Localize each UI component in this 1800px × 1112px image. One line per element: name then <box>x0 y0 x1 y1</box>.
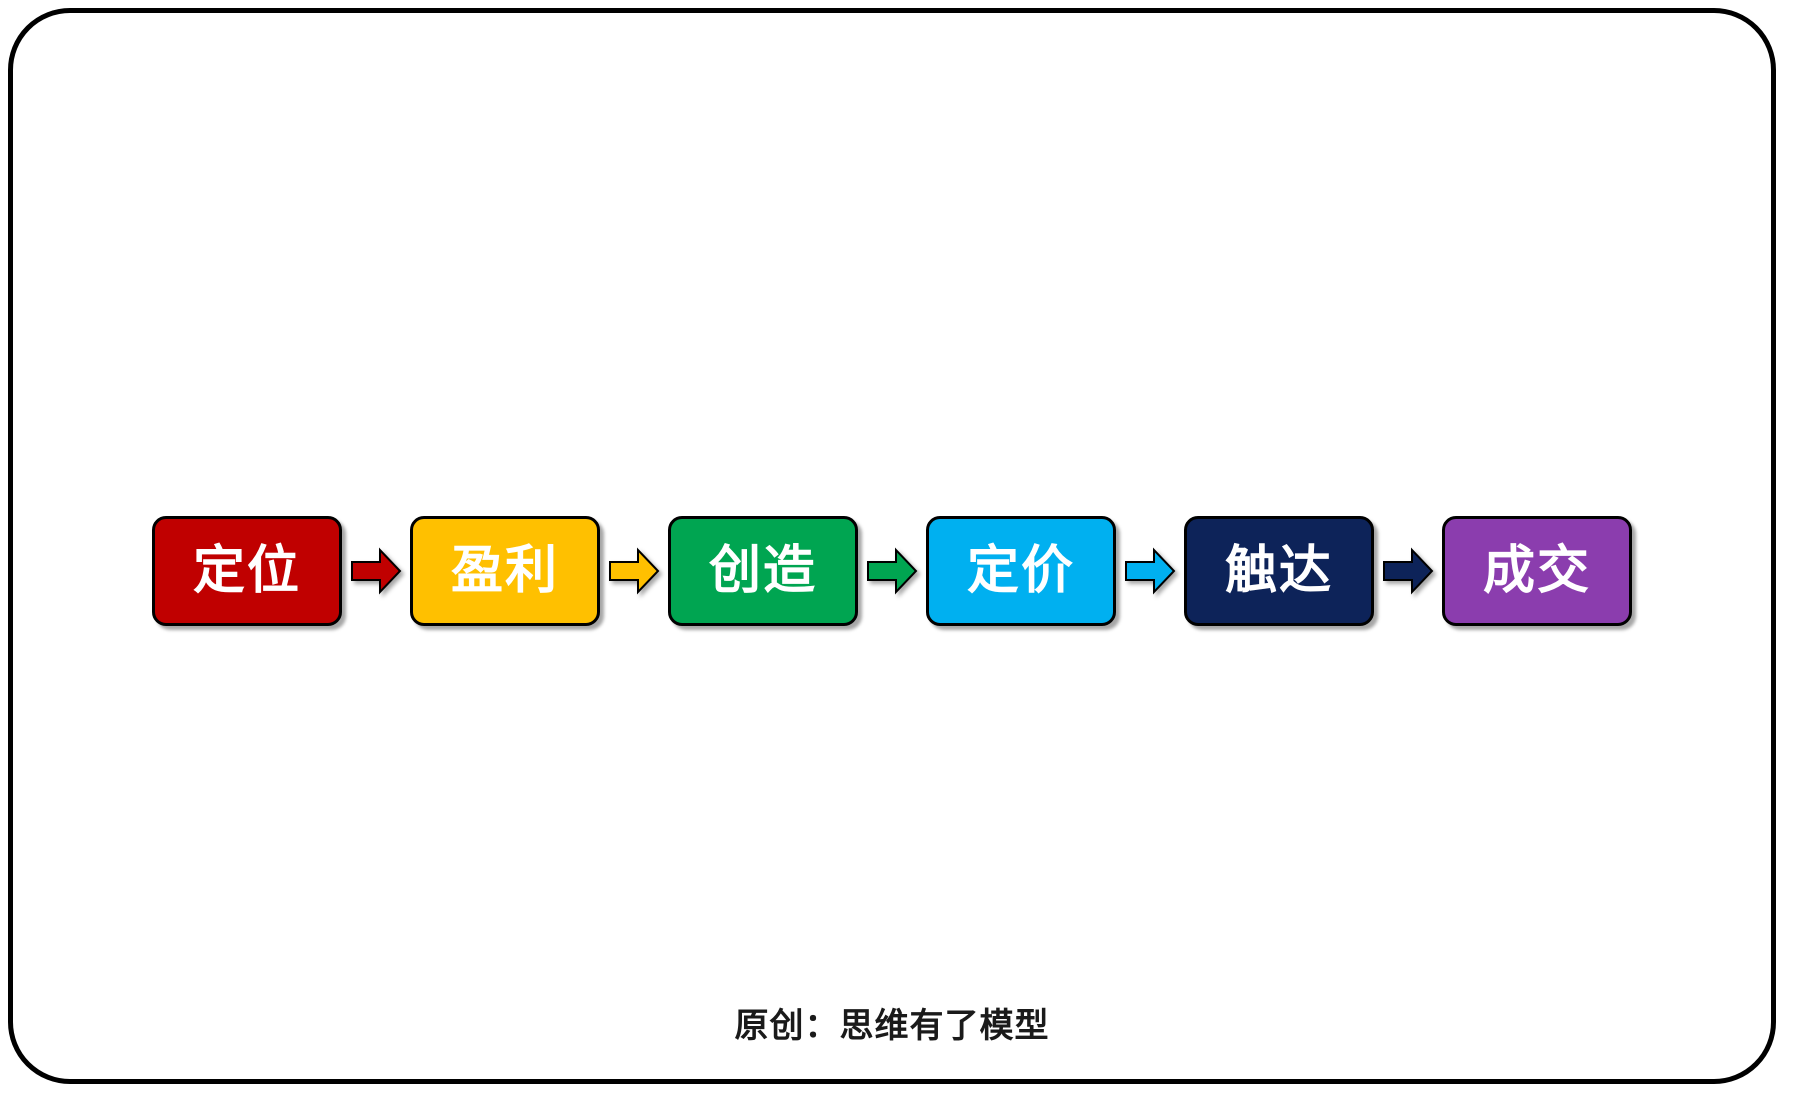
process-step-label: 定位 <box>192 541 301 601</box>
caption-text: 原创：思维有了模型 <box>734 1006 1050 1046</box>
flow-step: 创造 <box>668 516 858 626</box>
process-step-box-1[interactable]: 定位 <box>152 516 342 626</box>
process-step-box-2[interactable]: 盈利 <box>410 516 600 626</box>
right-arrow-icon <box>609 547 660 595</box>
process-step-label: 创造 <box>708 541 817 601</box>
right-arrow-icon <box>351 547 402 595</box>
process-step-box-5[interactable]: 触达 <box>1184 516 1374 626</box>
flow-step: 触达 <box>1184 516 1374 626</box>
slide-frame: 定位 盈利 创造 定价 触达 成交 原创：思维有了模型 <box>8 8 1776 1084</box>
process-flow-diagram: 定位 盈利 创造 定价 触达 成交 <box>13 508 1771 634</box>
flow-step: 定位 <box>152 516 342 626</box>
right-arrow-icon <box>1383 547 1434 595</box>
process-step-label: 定价 <box>966 541 1075 601</box>
flow-step: 盈利 <box>410 516 600 626</box>
right-arrow-icon <box>1125 547 1176 595</box>
process-step-box-6[interactable]: 成交 <box>1442 516 1632 626</box>
process-step-box-3[interactable]: 创造 <box>668 516 858 626</box>
flow-step: 定价 <box>926 516 1116 626</box>
process-step-label: 成交 <box>1482 541 1591 601</box>
process-step-label: 盈利 <box>450 541 559 601</box>
flow-step: 成交 <box>1442 516 1632 626</box>
right-arrow-icon <box>867 547 918 595</box>
process-step-label: 触达 <box>1224 541 1333 601</box>
process-step-box-4[interactable]: 定价 <box>926 516 1116 626</box>
